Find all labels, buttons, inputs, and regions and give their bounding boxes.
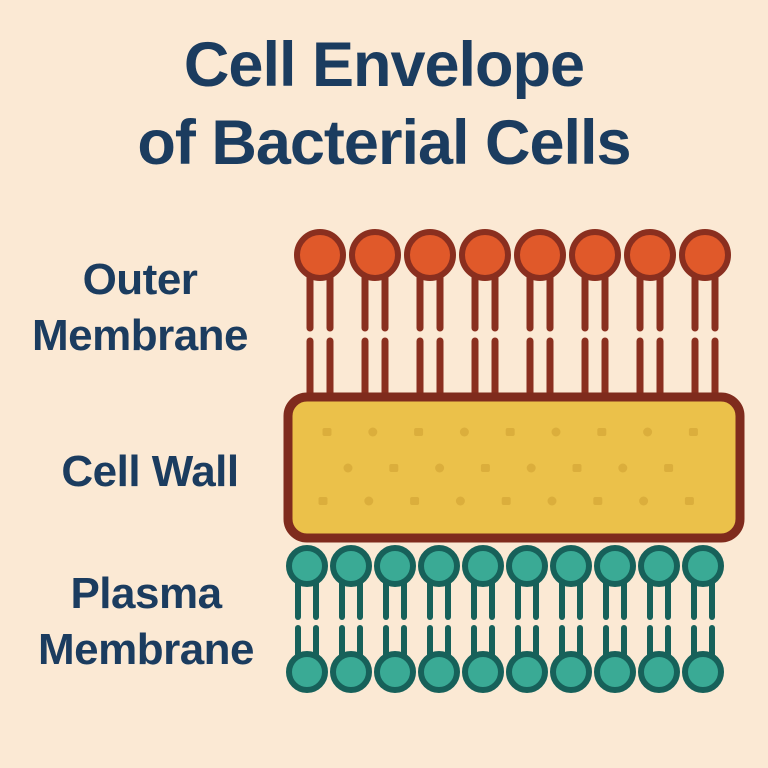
phospholipid-head-bottom — [462, 651, 504, 693]
lps-head — [404, 229, 456, 281]
phospholipid-head-top — [594, 545, 636, 587]
lps-head — [624, 229, 676, 281]
peptidoglycan-dot — [597, 428, 607, 436]
peptidoglycan-dot — [459, 427, 469, 437]
phospholipid-head-bottom — [638, 651, 680, 693]
peptidoglycan-dot — [547, 496, 557, 506]
peptidoglycan-dot — [593, 497, 603, 505]
cell-wall-rect — [283, 392, 745, 543]
outer-membrane-tails — [306, 264, 719, 403]
peptidoglycan-dot — [322, 428, 332, 436]
peptidoglycan-dot — [455, 496, 465, 506]
phospholipid-head-bottom — [374, 651, 416, 693]
lps-head — [459, 229, 511, 281]
outer-membrane-heads — [294, 229, 731, 281]
outer-membrane-label-line1: Outer — [82, 255, 198, 304]
phospholipid-head-top — [286, 545, 328, 587]
peptidoglycan-dot — [480, 464, 490, 472]
phospholipid-head-top — [506, 545, 548, 587]
title-line-1: Cell Envelope — [183, 30, 585, 100]
peptidoglycan-dot — [435, 463, 445, 473]
lps-head — [514, 229, 566, 281]
peptidoglycan-dot — [501, 497, 511, 505]
phospholipid-head-top — [462, 545, 504, 587]
phospholipid-head-bottom — [330, 651, 372, 693]
outer-membrane-label-line2: Membrane — [31, 311, 249, 360]
plasma-membrane-label-line2: Membrane — [37, 625, 255, 674]
plasma-membrane-label-line1: Plasma — [70, 569, 222, 618]
peptidoglycan-dot — [343, 463, 353, 473]
peptidoglycan-dot — [688, 428, 698, 436]
cell-wall-shape — [283, 392, 745, 543]
title-line-2: of Bacterial Cells — [137, 108, 631, 178]
phospholipid-head-bottom — [550, 651, 592, 693]
phospholipid-head-bottom — [506, 651, 548, 693]
peptidoglycan-dot — [410, 497, 420, 505]
label-plasma-membrane: Plasma Membrane — [0, 566, 292, 678]
phospholipid-head-top — [682, 545, 724, 587]
peptidoglycan-dot — [318, 497, 328, 505]
peptidoglycan-dot — [664, 464, 674, 472]
peptidoglycan-dot — [643, 427, 653, 437]
peptidoglycan-dot — [368, 427, 378, 437]
lps-head — [569, 229, 621, 281]
peptidoglycan-dot — [526, 463, 536, 473]
peptidoglycan-dot — [364, 496, 374, 506]
lps-head — [679, 229, 731, 281]
phospholipid-head-top — [330, 545, 372, 587]
phospholipid-head-top — [638, 545, 680, 587]
outer-membrane-lipids — [294, 229, 731, 403]
lps-head — [294, 229, 346, 281]
cell-wall-label-line1: Cell Wall — [61, 447, 239, 496]
peptidoglycan-dot — [572, 464, 582, 472]
phospholipid-head-top — [550, 545, 592, 587]
phospholipid-head-top — [418, 545, 460, 587]
phospholipid-tails — [295, 573, 715, 667]
plasma-membrane-bilayer — [286, 545, 724, 693]
peptidoglycan-dot — [639, 496, 649, 506]
phospholipid-head-bottom — [418, 651, 460, 693]
peptidoglycan-dot — [505, 428, 515, 436]
lps-head — [349, 229, 401, 281]
peptidoglycan-dot — [684, 497, 694, 505]
peptidoglycan-dot — [414, 428, 424, 436]
label-cell-wall: Cell Wall — [0, 444, 300, 500]
phospholipid-head-bottom — [682, 651, 724, 693]
phospholipid-heads — [286, 545, 724, 693]
phospholipid-head-top — [374, 545, 416, 587]
page-title: Cell Envelope of Bacterial Cells — [0, 26, 768, 182]
label-outer-membrane: Outer Membrane — [0, 252, 280, 364]
peptidoglycan-dot — [389, 464, 399, 472]
phospholipid-head-bottom — [286, 651, 328, 693]
peptidoglycan-dot — [618, 463, 628, 473]
phospholipid-head-bottom — [594, 651, 636, 693]
peptidoglycan-dot — [551, 427, 561, 437]
